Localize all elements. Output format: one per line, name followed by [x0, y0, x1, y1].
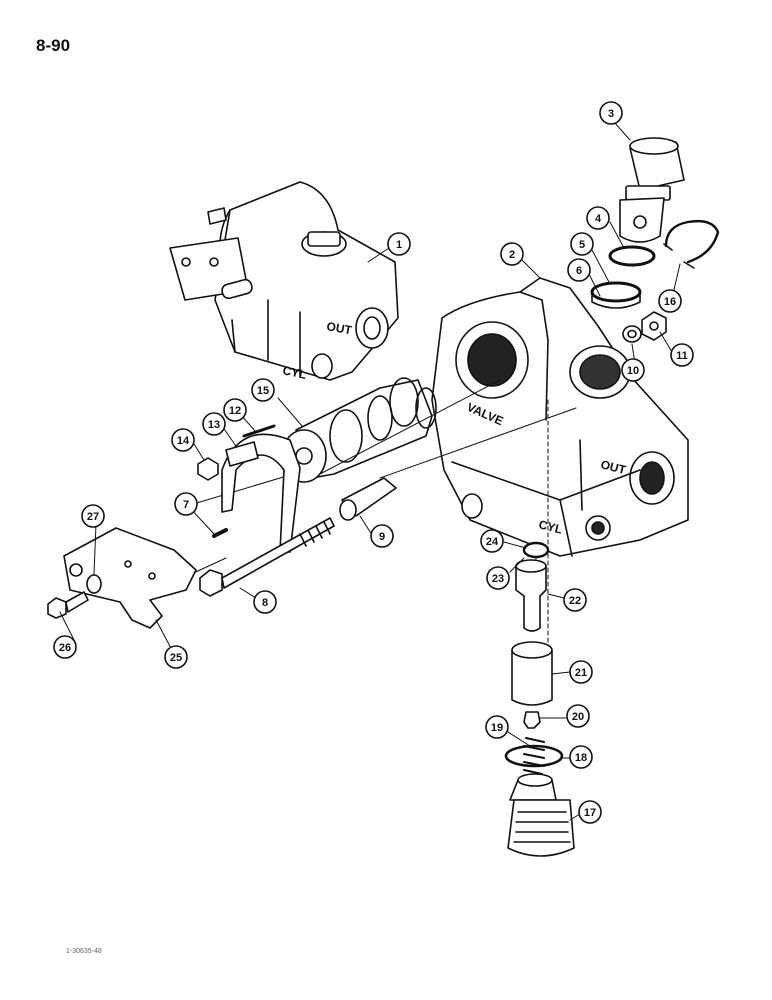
clamp-13 — [221, 433, 301, 553]
callout-23: 23 — [486, 566, 510, 590]
callout-9: 9 — [370, 524, 394, 548]
callout-17: 17 — [578, 800, 602, 824]
svg-text:2: 2 — [509, 249, 515, 261]
svg-text:8: 8 — [262, 597, 268, 609]
bolt-26 — [47, 591, 89, 619]
ring-5 — [590, 281, 642, 303]
svg-text:4: 4 — [595, 213, 602, 225]
callout-8: 8 — [253, 590, 277, 614]
callout-19: 19 — [485, 715, 509, 739]
svg-text:20: 20 — [572, 711, 584, 723]
page-number: 8-90 — [36, 36, 71, 55]
callout-7: 7 — [174, 492, 198, 516]
svg-text:10: 10 — [627, 365, 639, 377]
o-ring-4 — [608, 245, 656, 267]
svg-text:3: 3 — [608, 108, 614, 120]
svg-text:24: 24 — [486, 536, 499, 548]
svg-text:25: 25 — [170, 652, 182, 664]
spring-19 — [523, 737, 545, 775]
valve-assembly-small — [169, 181, 399, 381]
stamp-out-small: OUT — [325, 319, 353, 337]
ball-20 — [523, 711, 541, 729]
callout-13: 13 — [202, 412, 226, 436]
stamp-cyl-small: CYL — [281, 363, 307, 382]
nut-14 — [197, 457, 219, 481]
callout-26: 26 — [53, 635, 77, 659]
callout-12: 12 — [223, 398, 247, 422]
callout-11: 11 — [670, 343, 694, 367]
sleeve-9 — [339, 477, 397, 521]
callout-25: 25 — [164, 645, 188, 669]
snap-ring-16 — [664, 219, 720, 264]
svg-text:21: 21 — [575, 667, 587, 679]
screw-12 — [242, 424, 276, 438]
washer-10 — [622, 325, 642, 343]
callout-5: 5 — [570, 232, 594, 256]
callout-1: 1 — [387, 232, 411, 256]
svg-text:18: 18 — [575, 752, 587, 764]
callout-3: 3 — [599, 101, 623, 125]
o-ring-18 — [504, 744, 564, 768]
stamp-out-main: OUT — [599, 457, 628, 477]
relief-cartridge — [619, 137, 685, 243]
stamp-cyl-main: CYL — [537, 517, 564, 536]
callout-27: 27 — [81, 504, 105, 528]
plug-17 — [507, 773, 575, 857]
svg-text:17: 17 — [584, 807, 596, 819]
callout-14: 14 — [171, 428, 195, 452]
svg-text:13: 13 — [208, 419, 220, 431]
callout-20: 20 — [566, 704, 590, 728]
svg-text:23: 23 — [492, 573, 504, 585]
svg-text:27: 27 — [87, 511, 99, 523]
svg-text:1: 1 — [396, 239, 402, 251]
svg-text:15: 15 — [257, 385, 269, 397]
bracket-25 — [63, 527, 197, 629]
svg-text:26: 26 — [59, 642, 71, 654]
sleeve-21 — [511, 641, 553, 706]
figure-code: 1-30635-48 — [66, 948, 102, 955]
callout-10: 10 — [621, 358, 645, 382]
callout-16: 16 — [658, 289, 682, 313]
svg-text:5: 5 — [579, 239, 585, 251]
washer-27 — [86, 574, 102, 594]
callout-4: 4 — [586, 206, 610, 230]
svg-text:19: 19 — [491, 722, 503, 734]
valve-body — [431, 277, 689, 557]
callout-21: 21 — [569, 660, 593, 684]
callout-18: 18 — [569, 745, 593, 769]
callout-24: 24 — [480, 529, 504, 553]
svg-text:6: 6 — [576, 265, 582, 277]
callout-6: 6 — [567, 258, 591, 282]
nut-11 — [641, 311, 667, 341]
svg-text:7: 7 — [183, 499, 189, 511]
pin-7 — [212, 528, 228, 538]
callout-15: 15 — [251, 378, 275, 402]
callout-22: 22 — [563, 588, 587, 612]
svg-text:22: 22 — [569, 595, 581, 607]
washer-24 — [522, 541, 550, 559]
svg-text:12: 12 — [229, 405, 241, 417]
svg-text:9: 9 — [379, 531, 385, 543]
bolt-8 — [199, 517, 335, 597]
plunger-22 — [515, 559, 547, 632]
svg-text:11: 11 — [676, 350, 688, 362]
callout-2: 2 — [500, 242, 524, 266]
svg-text:16: 16 — [664, 296, 676, 308]
svg-text:14: 14 — [177, 435, 190, 447]
